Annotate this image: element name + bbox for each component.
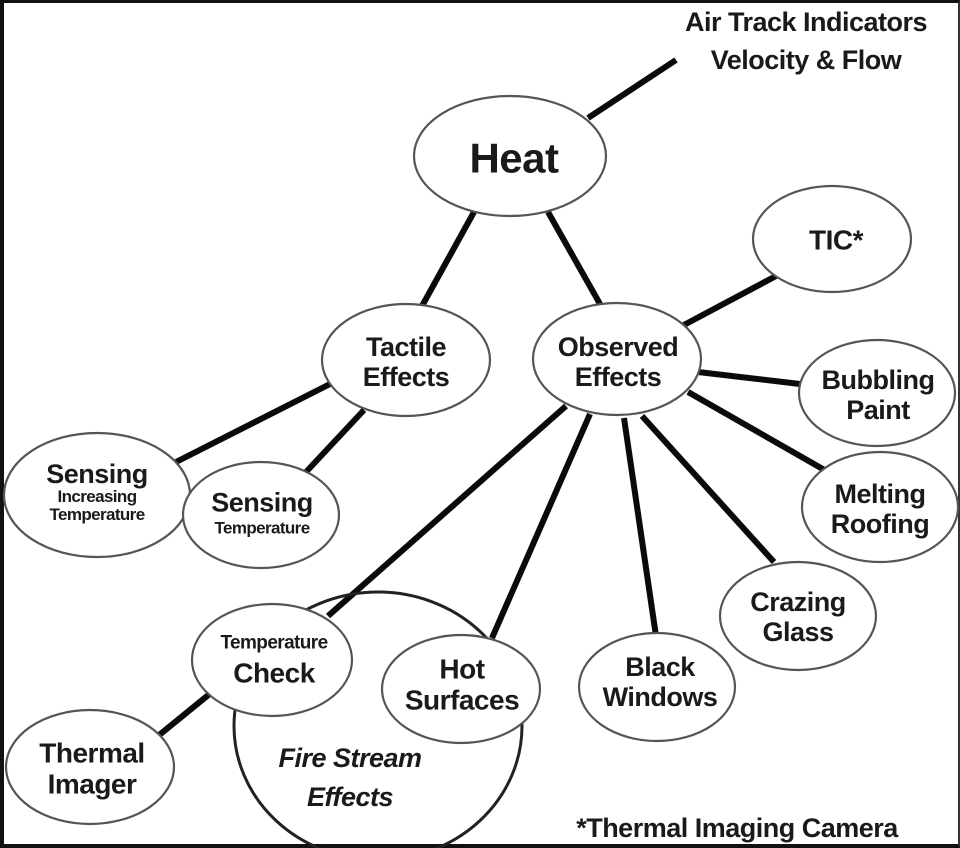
thermal-imager-line2: Imager <box>47 769 137 800</box>
node-temperature-check[interactable] <box>190 602 354 718</box>
sensing-inc-line3: Temperature <box>49 505 145 525</box>
black-windows-line2: Windows <box>602 682 718 712</box>
air-track-line2: Velocity & Flow <box>710 45 902 75</box>
edge-tempcheck-thermal <box>156 689 214 739</box>
edge-heat-airtrack <box>586 57 678 121</box>
sensing-inc-line1: Sensing <box>46 458 148 489</box>
sensing-temp-line2: Temperature <box>214 518 310 538</box>
crazing-line1: Crazing <box>750 586 846 617</box>
observed-effects-label: Observed Effects <box>558 332 679 392</box>
hot-surfaces-line1: Hot <box>439 653 485 685</box>
edge-heat-observed <box>545 210 603 306</box>
edges <box>156 57 830 739</box>
node-black-windows[interactable] <box>577 631 737 743</box>
temp-check-line1: Temperature <box>220 632 328 654</box>
tic-text: TIC* <box>809 224 864 256</box>
edge-observed-bubbling <box>697 369 801 387</box>
sensing-inc-line2: Increasing <box>57 487 137 507</box>
edge-observed-blackwindows <box>621 417 659 637</box>
melting-roofing-label: Melting Roofing <box>830 478 930 539</box>
bubbling-paint-label: Bubbling Paint <box>822 365 935 425</box>
sensing-increasing-temperature-label: Sensing Increasing Temperature <box>46 460 148 524</box>
footnote-text: *Thermal Imaging Camera <box>576 812 898 843</box>
fire-stream-line2: Effects <box>306 782 394 812</box>
tactile-line2: Effects <box>362 362 450 392</box>
observed-line1: Observed <box>557 331 679 362</box>
node-sensing-temperature[interactable] <box>181 460 341 570</box>
melting-line2: Roofing <box>830 509 930 539</box>
footnote: *Thermal Imaging Camera <box>576 813 898 843</box>
thermal-imager-label: Thermal Imager <box>39 737 145 801</box>
fire-stream-line1: Fire Stream <box>278 742 422 773</box>
temp-check-line2: Check <box>233 657 315 689</box>
node-thermal-imager[interactable] <box>4 708 176 826</box>
edge-observed-crazing <box>639 413 777 565</box>
melting-line1: Melting <box>834 478 927 509</box>
crazing-glass-label: Crazing Glass <box>750 587 846 647</box>
temperature-check-label: Temperature Check <box>220 632 328 691</box>
tactile-line1: Tactile <box>365 331 447 362</box>
edge-observed-tic <box>680 273 778 329</box>
crazing-line2: Glass <box>762 617 834 647</box>
nodes <box>2 94 960 826</box>
air-track-line1: Air Track Indicators <box>684 7 928 38</box>
tactile-effects-label: Tactile Effects <box>363 332 450 392</box>
tic-label: TIC* <box>809 224 864 256</box>
edge-tactile-sensinginc <box>174 381 332 465</box>
black-windows-line1: Black <box>625 651 695 682</box>
hot-surfaces-label: Hot Surfaces <box>404 653 520 717</box>
sensing-temp-line1: Sensing <box>211 487 313 518</box>
node-hot-surfaces[interactable] <box>380 633 542 745</box>
bubbling-line1: Bubbling <box>821 364 935 395</box>
edge-observed-melting <box>686 389 830 475</box>
node-heat[interactable] <box>412 94 608 218</box>
node-observed-effects[interactable] <box>531 301 703 417</box>
heat-label: Heat <box>469 134 559 182</box>
thermal-imager-line1: Thermal <box>39 737 145 769</box>
node-crazing-glass[interactable] <box>718 560 878 672</box>
node-bubbling-paint[interactable] <box>797 338 957 448</box>
node-melting-roofing[interactable] <box>800 450 960 564</box>
fire-stream-effects-label: Fire Stream Effects <box>278 739 422 817</box>
air-track-indicators-label: Air Track Indicators Velocity & Flow <box>684 4 928 80</box>
bubbling-line2: Paint <box>846 395 910 425</box>
sensing-temperature-label: Sensing Temperature <box>211 488 313 539</box>
fire-stream-effects-group <box>232 590 524 848</box>
hot-surfaces-line2: Surfaces <box>404 685 520 716</box>
node-tic[interactable] <box>751 184 913 294</box>
edge-heat-tactile <box>419 210 477 308</box>
node-tactile-effects[interactable] <box>320 302 492 418</box>
edge-observed-tempcheck <box>326 403 568 619</box>
heat-text: Heat <box>469 134 559 182</box>
observed-line2: Effects <box>574 362 662 392</box>
edge-tactile-sensingtemp <box>303 407 367 475</box>
edge-observed-hotsurfaces <box>489 412 593 640</box>
black-windows-label: Black Windows <box>603 652 718 712</box>
